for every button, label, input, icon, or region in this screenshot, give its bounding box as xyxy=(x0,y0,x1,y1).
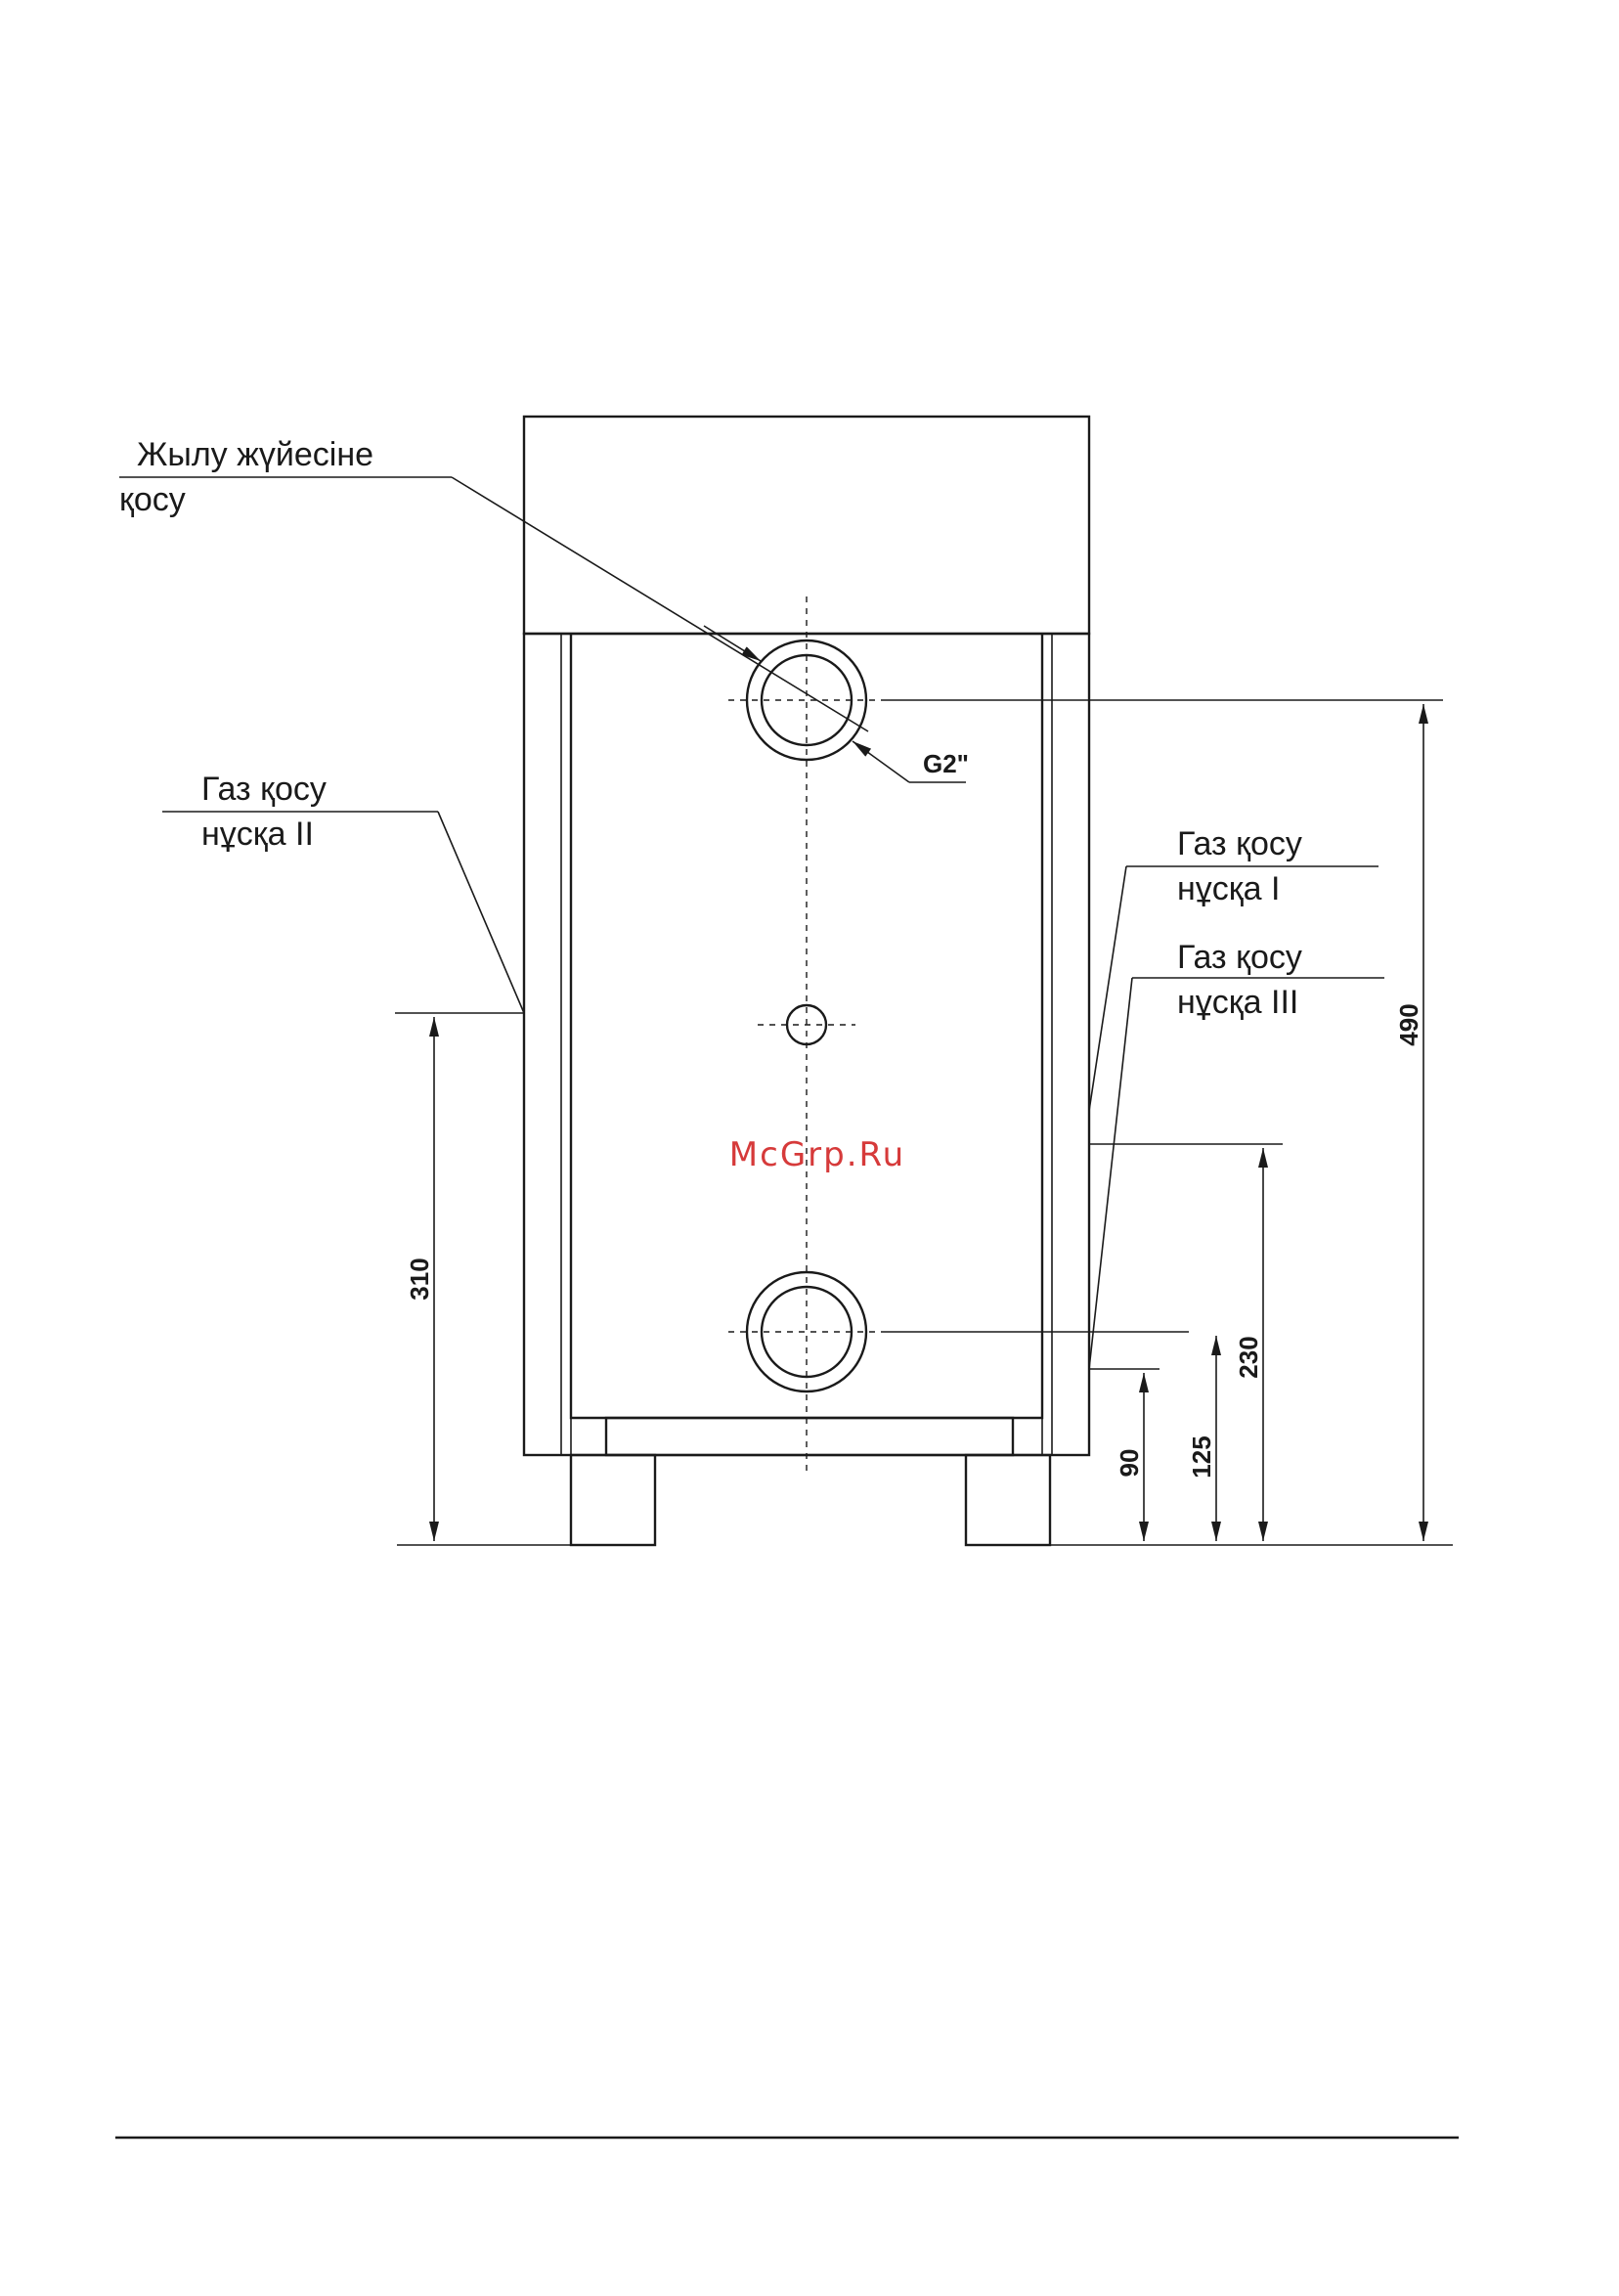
left-leg xyxy=(571,1455,655,1545)
base-plinth xyxy=(606,1418,1013,1455)
dimension-90: 90 xyxy=(1115,1373,1144,1541)
thread-size-label: G2" xyxy=(923,749,969,778)
dimension-125: 125 xyxy=(1187,1336,1216,1541)
gas-option2-label-1: Газ қосу xyxy=(201,771,327,808)
gas-option3-label-1: Газ қосу xyxy=(1177,939,1302,976)
gas-option2-leader: Газ қосу нұсқа II xyxy=(162,771,524,1013)
dimension-90-label: 90 xyxy=(1115,1449,1144,1478)
gas-option3-label-2: нұсқа III xyxy=(1177,984,1298,1021)
dimension-230-label: 230 xyxy=(1234,1336,1263,1378)
gas-option1-label-1: Газ қосу xyxy=(1177,825,1302,862)
right-leg xyxy=(966,1455,1050,1545)
bottom-pipe-connection xyxy=(728,1272,1189,1391)
dimension-310-label: 310 xyxy=(405,1258,434,1300)
heating-connection-label-2: қосу xyxy=(119,481,186,518)
dimension-310: 310 xyxy=(405,1017,434,1541)
heating-connection-leader: Жылу жүйесіне қосу xyxy=(119,436,868,731)
dimension-490-label: 490 xyxy=(1394,1003,1423,1045)
watermark-text: McGrp.Ru xyxy=(729,1135,905,1174)
gas-option1-label-2: нұсқа I xyxy=(1177,870,1280,907)
top-pipe-connection xyxy=(728,640,1443,760)
extension-lines xyxy=(395,1013,1453,1545)
heating-connection-label-1: Жылу жүйесіне xyxy=(137,436,373,473)
gas-option3-leader: Газ қосу нұсқа III xyxy=(1089,939,1384,1369)
gas-option2-label-2: нұсқа II xyxy=(201,816,314,853)
dimension-125-label: 125 xyxy=(1187,1435,1216,1478)
dimension-230: 230 xyxy=(1234,1148,1263,1541)
dimension-490: 490 xyxy=(1394,704,1423,1541)
